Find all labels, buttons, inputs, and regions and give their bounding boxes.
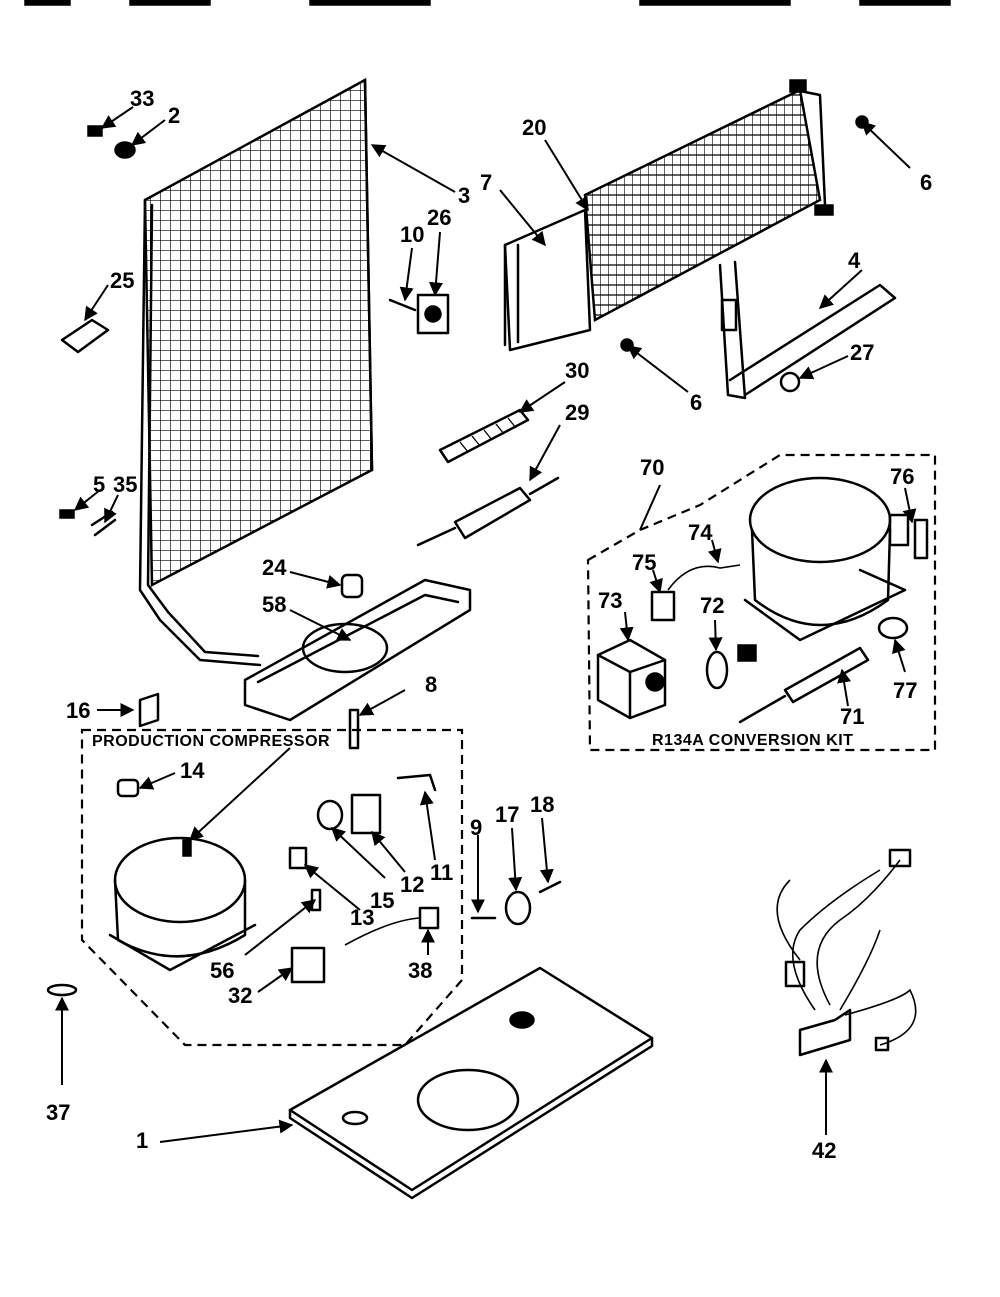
label-42: 42 [812, 1138, 836, 1163]
base-plate [288, 966, 654, 1200]
kit-compressor-76 [743, 476, 929, 642]
label-70: 70 [640, 455, 664, 480]
prod-compressor-body [108, 778, 257, 972]
label-74: 74 [688, 520, 713, 545]
label-29: 29 [565, 400, 589, 425]
condenser-coil [138, 77, 374, 667]
part-number-labels: 33 2 3 26 10 25 5 35 24 58 8 16 20 7 6 6… [46, 86, 932, 1163]
defrost-heater [718, 260, 897, 400]
label-3: 3 [458, 183, 470, 208]
accumulator-29 [416, 476, 560, 547]
drain-pan [243, 573, 472, 750]
label-10: 10 [400, 222, 424, 247]
grommet-17-parts [470, 880, 562, 926]
production-compressor-title: PRODUCTION COMPRESSOR [92, 733, 330, 750]
label-77: 77 [893, 678, 917, 703]
label-27: 27 [850, 340, 874, 365]
label-72: 72 [700, 593, 724, 618]
label-4: 4 [848, 248, 861, 273]
leader-lines [55, 106, 917, 1143]
label-12: 12 [400, 872, 424, 897]
label-25: 25 [110, 268, 134, 293]
label-33: 33 [130, 86, 154, 111]
label-18: 18 [530, 792, 554, 817]
kit-relay-73 [596, 638, 667, 720]
label-71: 71 [840, 704, 864, 729]
label-76: 76 [890, 464, 914, 489]
label-16: 16 [66, 698, 90, 723]
label-24: 24 [262, 555, 287, 580]
label-17: 17 [495, 802, 519, 827]
label-13: 13 [350, 905, 374, 930]
conversion-kit-title: R134A CONVERSION KIT [652, 732, 853, 749]
screw-33-washer-2 [87, 125, 136, 159]
clip-25 [60, 318, 110, 354]
label-1: 1 [136, 1128, 148, 1153]
production-compressor-box [80, 728, 464, 1047]
clip-37 [46, 983, 78, 997]
label-37: 37 [46, 1100, 70, 1125]
kit-drier-71 [738, 646, 870, 724]
screw-5-clip-35 [59, 509, 117, 537]
part-16 [138, 692, 160, 728]
top-edge-artifacts [24, 0, 951, 6]
label-30: 30 [565, 358, 589, 383]
label-20: 20 [522, 115, 546, 140]
label-15: 15 [370, 888, 394, 913]
label-75: 75 [632, 550, 656, 575]
kit-grommet-77 [877, 616, 909, 640]
label-73: 73 [598, 588, 622, 613]
label-5: 5 [93, 472, 105, 497]
label-6-bottom: 6 [690, 390, 702, 415]
evaporator-coil [503, 79, 869, 352]
drier-30 [438, 408, 530, 464]
label-56: 56 [210, 958, 234, 983]
kit-parts-72-74-75 [650, 564, 757, 690]
label-26: 26 [427, 205, 451, 230]
label-7: 7 [480, 170, 492, 195]
label-6-top: 6 [920, 170, 932, 195]
label-14: 14 [180, 758, 205, 783]
label-2: 2 [168, 103, 180, 128]
label-8-pan: 8 [425, 672, 437, 697]
label-38: 38 [408, 958, 432, 983]
bracket-26-screw-10 [388, 293, 450, 335]
wire-harness [776, 848, 917, 1057]
label-35: 35 [113, 472, 137, 497]
label-32: 32 [228, 983, 252, 1008]
label-58: 58 [262, 592, 286, 617]
label-9: 9 [470, 815, 482, 840]
label-11: 11 [430, 860, 453, 885]
